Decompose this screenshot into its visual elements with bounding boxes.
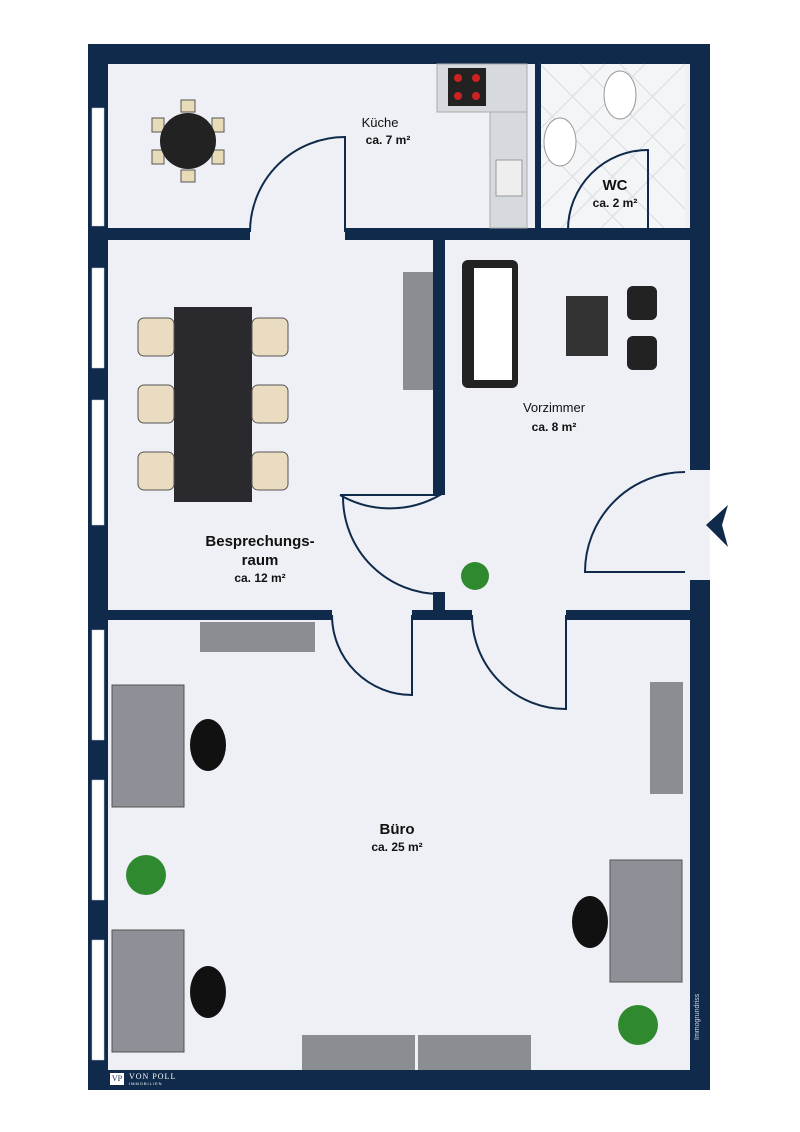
room-name-besprechungsraum-2: raum	[241, 552, 279, 569]
round-table	[151, 99, 225, 183]
room-name-buero: Büro	[379, 821, 415, 838]
shelves	[200, 272, 683, 1070]
armchair	[627, 286, 657, 320]
meeting-table	[174, 307, 252, 502]
toilet	[603, 70, 637, 120]
logo-mark: VP	[110, 1073, 124, 1085]
room-name-wc: WC	[602, 177, 628, 194]
coffee-table	[566, 296, 608, 356]
office-chairs	[190, 719, 608, 1018]
wash-basin	[543, 117, 577, 167]
desks	[111, 684, 683, 1053]
room-area-wc: ca. 2 m²	[592, 196, 638, 210]
stove	[448, 68, 486, 106]
credit-text: Immogrundriss	[694, 993, 701, 1040]
logo-line2: IMMOBILIEN	[129, 1081, 163, 1086]
windows	[91, 107, 105, 1061]
room-area-buero: ca. 25 m²	[371, 840, 423, 854]
plants	[126, 562, 658, 1045]
room-area-kueche: ca. 7 m²	[365, 133, 411, 147]
sink	[495, 159, 523, 197]
entrance-arrow-icon	[706, 505, 728, 547]
armchair	[627, 336, 657, 370]
chairs	[137, 317, 289, 491]
logo-line1: VON POLL	[129, 1072, 177, 1081]
doors	[249, 135, 686, 711]
von-poll-logo: VP VON POLL IMMOBILIEN	[110, 1072, 176, 1086]
room-area-vorzimmer: ca. 8 m²	[531, 420, 577, 434]
room-name-kueche: Küche	[361, 115, 399, 130]
inner-walls	[108, 64, 710, 620]
room-area-besprechungsraum: ca. 12 m²	[234, 571, 286, 585]
room-name-vorzimmer: Vorzimmer	[522, 400, 586, 415]
room-name-besprechungsraum-1: Besprechungs-	[205, 533, 315, 550]
